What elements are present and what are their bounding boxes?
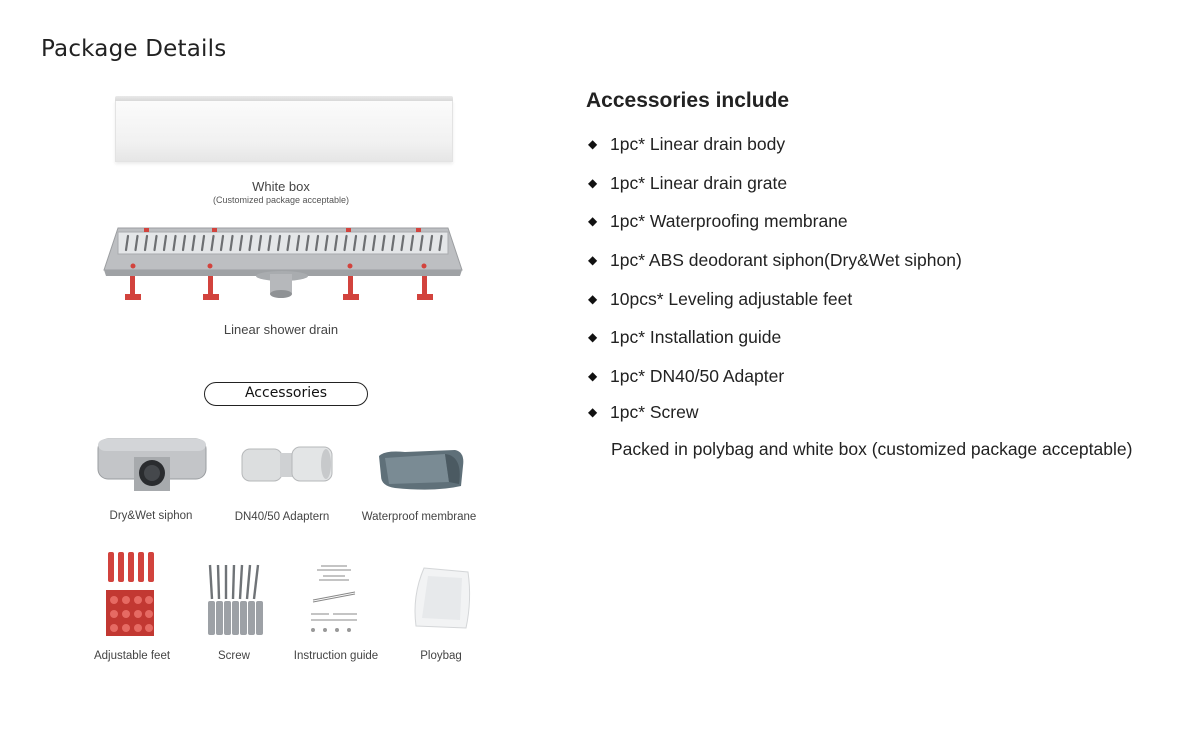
diamond-bullet-icon: ◆: [588, 369, 598, 383]
white-box-image: [115, 96, 453, 162]
list-item: ◆1pc* Linear drain body: [588, 134, 786, 154]
thumb-label-siphon: Dry&Wet siphon: [109, 510, 193, 522]
page-title: Package Details: [41, 36, 227, 62]
linear-drain-image: [103, 227, 463, 300]
feet-image: [106, 552, 154, 636]
thumb-label-screw: Screw: [218, 650, 250, 662]
adapter-image: [241, 446, 333, 482]
diamond-bullet-icon: ◆: [588, 405, 598, 419]
diamond-bullet-icon: ◆: [588, 176, 598, 190]
list-item: ◆10pcs* Leveling adjustable feet: [588, 289, 853, 309]
polybag-image: [414, 567, 471, 629]
instruction-guide-image: [303, 562, 365, 638]
drain-label: Linear shower drain: [223, 322, 339, 337]
thumb-label-membrane: Waterproof membrane: [361, 511, 477, 523]
diamond-bullet-icon: ◆: [588, 253, 598, 267]
screw-image: [208, 564, 263, 635]
diamond-bullet-icon: ◆: [588, 214, 598, 228]
thumb-label-instruction: Instruction guide: [293, 650, 379, 662]
accessories-include-title: Accessories include: [586, 89, 790, 112]
list-item: ◆1pc* DN40/50 Adapter: [588, 366, 785, 386]
siphon-image: [97, 438, 207, 491]
white-box-sublabel: (Customized package acceptable): [212, 195, 350, 205]
accessories-heading: Accessories: [204, 382, 368, 406]
diamond-bullet-icon: ◆: [588, 292, 598, 306]
list-item: ◆1pc* Waterproofing membrane: [588, 211, 848, 231]
white-box-label: White box: [252, 179, 310, 194]
list-item: ◆1pc* Screw: [588, 402, 699, 422]
thumb-label-feet: Adjustable feet: [93, 650, 171, 662]
thumb-label-adapter: DN40/50 Adaptern: [234, 511, 330, 523]
packing-note: Packed in polybag and white box (customi…: [611, 439, 1133, 459]
diamond-bullet-icon: ◆: [588, 137, 598, 151]
list-item: ◆1pc* Installation guide: [588, 327, 782, 347]
thumb-label-polybag: Ploybag: [420, 650, 462, 662]
membrane-image: [379, 450, 464, 490]
list-item: ◆1pc* Linear drain grate: [588, 173, 788, 193]
diamond-bullet-icon: ◆: [588, 330, 598, 344]
list-item: ◆1pc* ABS deodorant siphon(Dry&Wet sipho…: [588, 250, 962, 270]
